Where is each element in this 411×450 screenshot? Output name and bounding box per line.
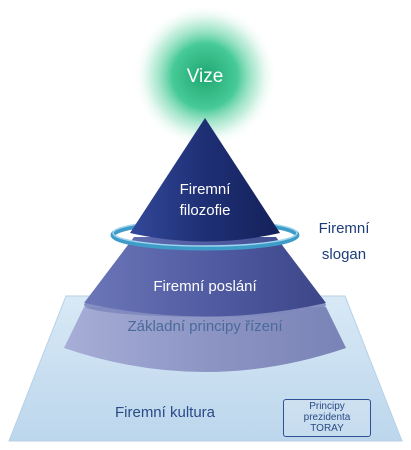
slogan-label-line1: Firemní: [318, 220, 370, 237]
philosophy-label-line1: Firemní: [179, 181, 231, 198]
slogan-label-line2: slogan: [321, 246, 367, 263]
slogan-label: Firemní slogan: [310, 216, 378, 268]
principles-tier: [64, 307, 346, 372]
president-box-line2: prezidenta: [303, 412, 351, 423]
vision-label: Vize: [186, 66, 224, 87]
culture-label: Firemní kultura: [114, 404, 216, 421]
president-principles-box: Principy prezidenta TORAY: [283, 399, 371, 437]
philosophy-label: Firemní filozofie: [160, 179, 250, 221]
principles-label: Základní principy řízení: [127, 318, 283, 335]
mission-label: Firemní poslání: [153, 278, 257, 295]
vision-glow: [133, 4, 277, 148]
mission-tier: [84, 237, 326, 317]
philosophy-label-line2: filozofie: [179, 202, 231, 219]
philosophy-tier: [130, 118, 280, 242]
president-box-line1: Principy: [309, 401, 345, 412]
president-box-line3: TORAY: [310, 423, 344, 434]
